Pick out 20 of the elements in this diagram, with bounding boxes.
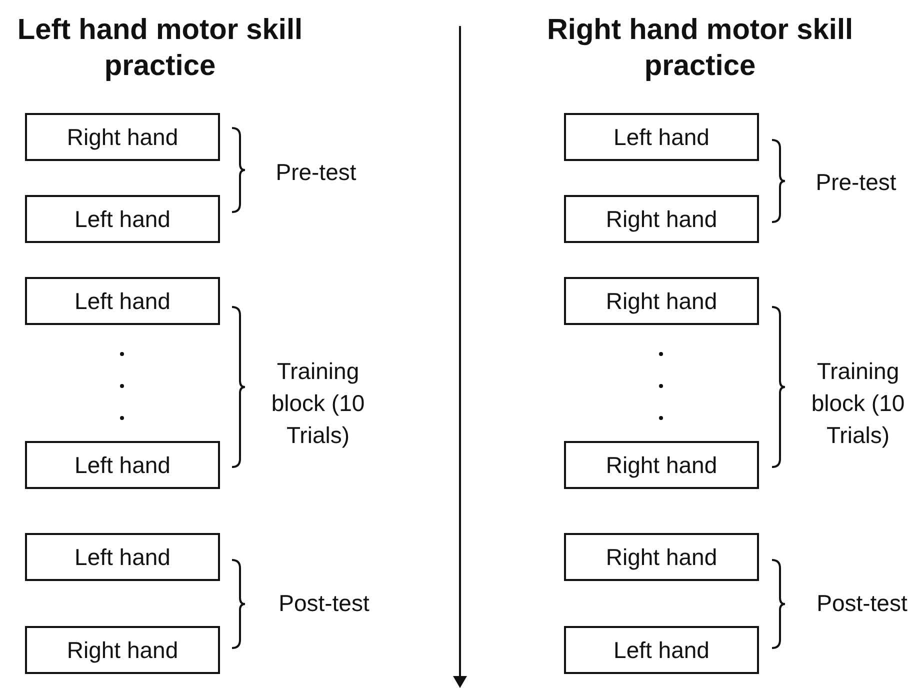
step-box: Left hand [25,195,220,243]
step-box: Right hand [564,533,759,581]
phase-label: Post-test [816,589,908,618]
phase-label: Pre-test [814,168,898,197]
column-heading: Left hand motor skill practice [16,13,304,84]
phase-label: Training block (10 Trials) [270,357,366,450]
step-box: Right hand [564,277,759,325]
step-box: Right hand [564,441,759,489]
step-box: Right hand [25,626,220,674]
column-heading: Right hand motor skill practice [546,13,854,84]
step-box: Left hand [564,113,759,161]
step-box: Left hand [25,277,220,325]
phase-label: Post-test [278,589,370,618]
step-box: Left hand [564,626,759,674]
step-box: Right hand [25,113,220,161]
phase-label: Training block (10 Trials) [810,357,906,450]
step-box: Left hand [25,441,220,489]
phase-label: Pre-test [274,158,358,187]
step-box: Left hand [25,533,220,581]
step-box: Right hand [564,195,759,243]
